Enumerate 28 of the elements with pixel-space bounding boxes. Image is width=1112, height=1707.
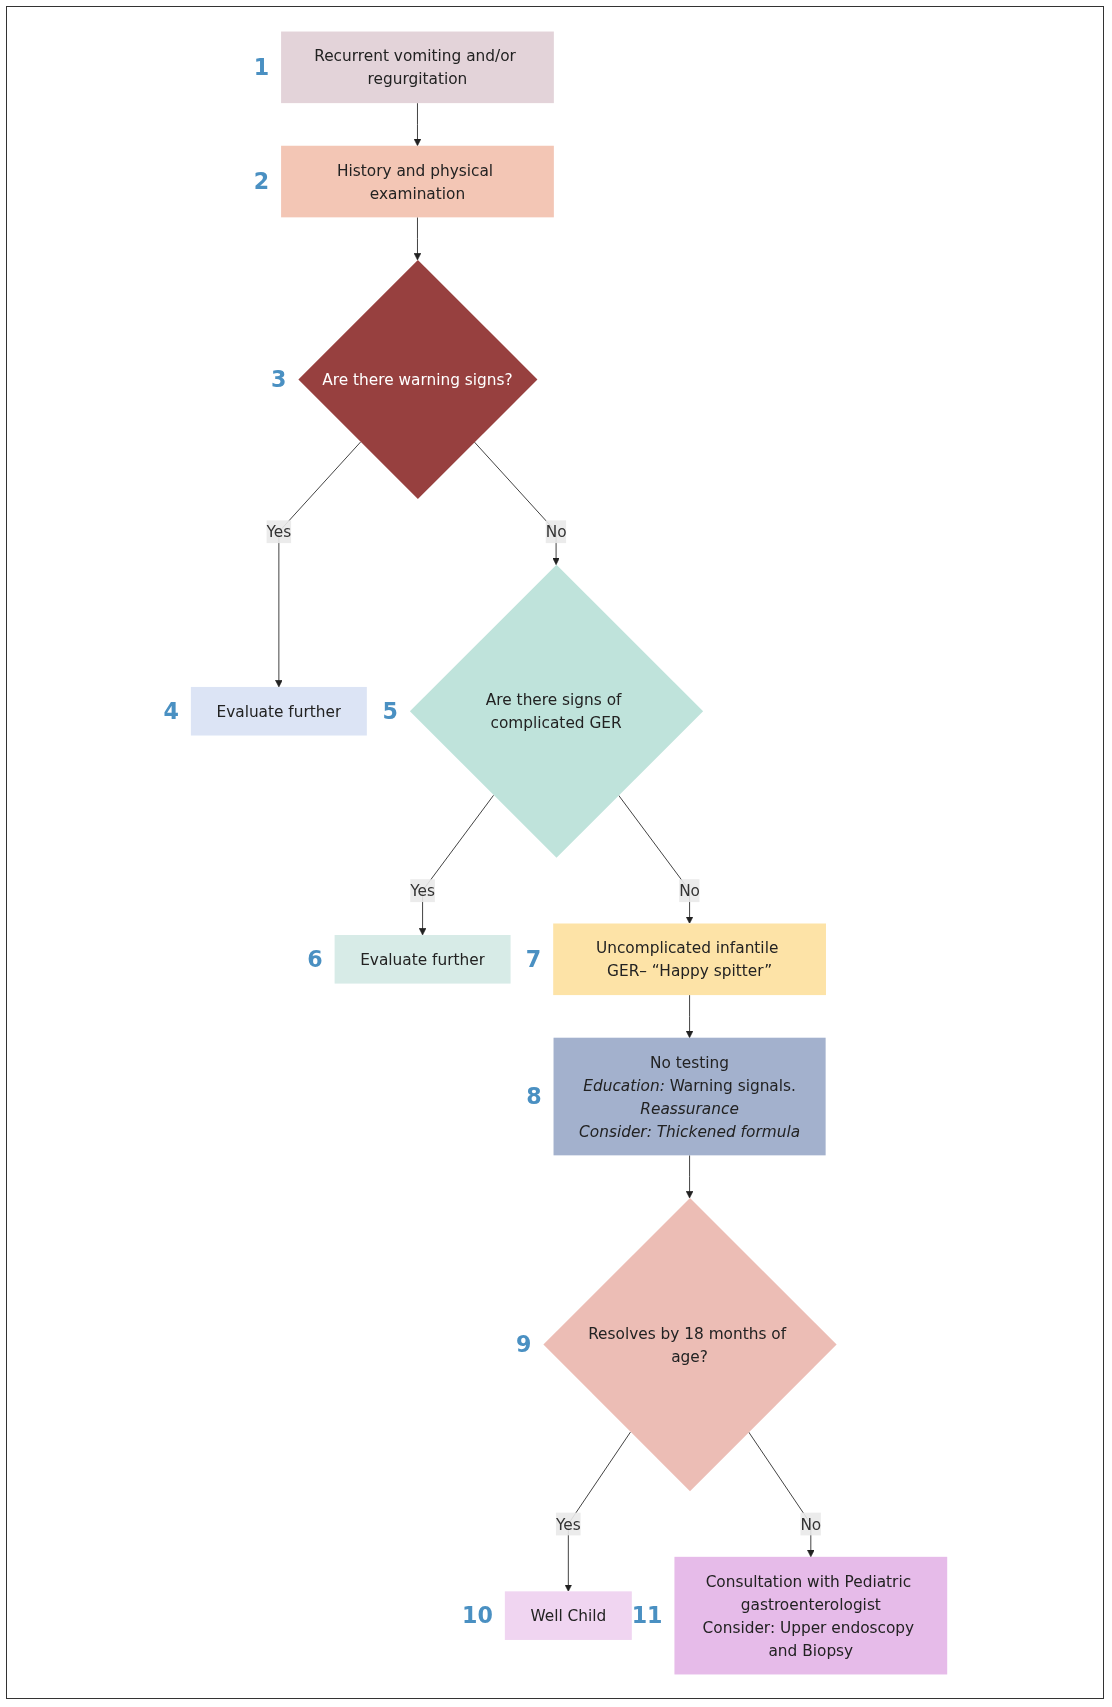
node-box: Consultation with Pediatric gastroenterologist Consider: Upper endoscopy and Biopsy bbox=[674, 1556, 947, 1674]
step-number: 5 bbox=[382, 697, 398, 724]
node-diamond: Are there signs of complicated GER bbox=[409, 564, 703, 858]
node-box: No testing Education: Warning signals. Reassurance Consider: Thickened formula bbox=[553, 1037, 826, 1155]
node-box: Evaluate further bbox=[334, 934, 511, 984]
step-number: 6 bbox=[306, 945, 323, 972]
edge-label: Yes bbox=[409, 881, 435, 900]
edge-label: Yes bbox=[266, 522, 291, 541]
step-number: 7 bbox=[525, 945, 541, 972]
edge-label: No bbox=[678, 881, 700, 900]
node-box: Recurrent vomiting and/or regurgitation bbox=[280, 31, 554, 103]
edge-label: No bbox=[800, 1514, 821, 1533]
step-number: 11 bbox=[631, 1601, 663, 1628]
step-number: 10 bbox=[461, 1601, 493, 1628]
node-diamond: Are there warning signs? bbox=[298, 259, 538, 499]
node-box: History and physical examination bbox=[280, 145, 554, 217]
node-diamond: Resolves by 18 months of age? bbox=[543, 1197, 837, 1491]
step-number: 4 bbox=[163, 697, 179, 724]
node-box: Uncomplicated infantile GER– “Happy spitter” bbox=[552, 923, 826, 995]
step-number: 8 bbox=[525, 1082, 542, 1109]
edge-label: Yes bbox=[555, 1514, 581, 1533]
step-number: 3 bbox=[270, 365, 287, 392]
node-box: Evaluate further bbox=[190, 686, 367, 736]
step-number: 2 bbox=[253, 167, 269, 194]
step-number: 9 bbox=[515, 1330, 532, 1357]
edge-label: No bbox=[545, 522, 567, 541]
step-number: 1 bbox=[253, 53, 269, 80]
node-box: Well Child bbox=[504, 1590, 632, 1640]
